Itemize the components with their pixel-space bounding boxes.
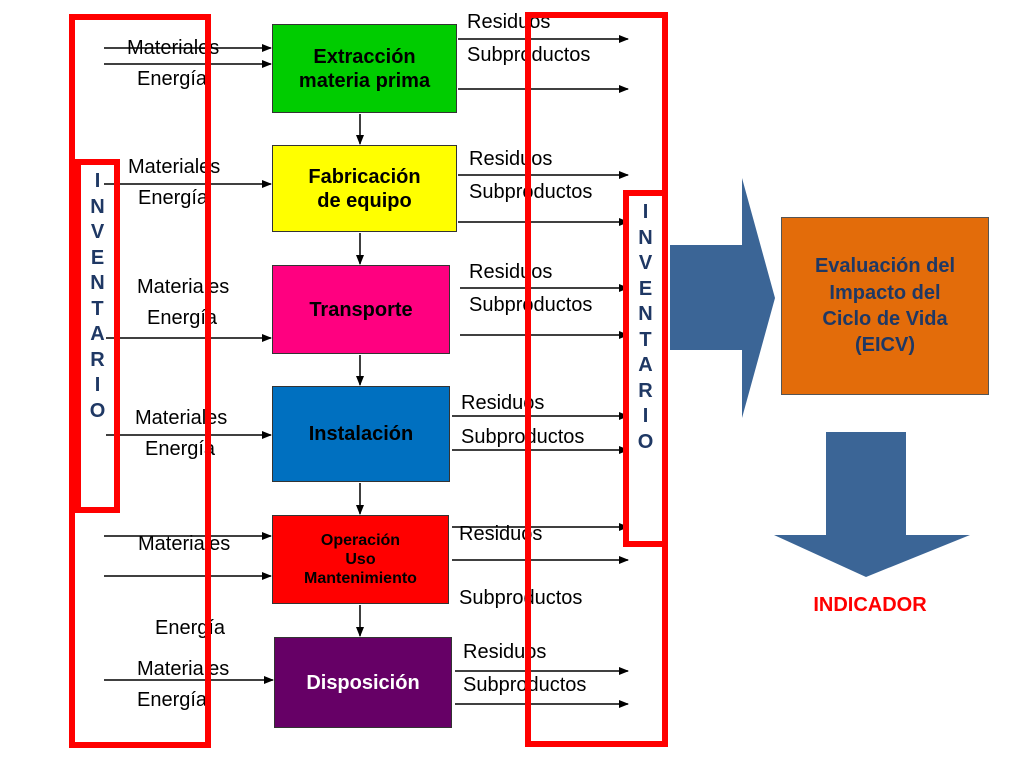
output-residues: Residuos (459, 523, 543, 545)
input-materials: Materiales (127, 37, 220, 59)
input-energy: Energía (138, 187, 209, 209)
output-residues: Residuos (469, 261, 553, 283)
inventory-letter: I (94, 374, 101, 396)
stage-box: Disposición (274, 637, 452, 728)
inventory-letter: R (90, 348, 105, 371)
input-materials: Materiales (128, 156, 221, 178)
inventory-letter: I (642, 201, 649, 223)
big-right-arrow (670, 178, 775, 418)
stage-box: Instalación (272, 386, 450, 482)
inventory-letter: R (638, 379, 653, 402)
input-energy: Energía (137, 68, 208, 90)
inventory-letter: N (90, 272, 105, 294)
stage-label: Operación Uso Mantenimiento (304, 531, 417, 588)
input-energy: Energía (147, 307, 218, 329)
inventory-letter: V (90, 221, 105, 243)
inventory-letter: A (638, 354, 653, 376)
stage-box: Fabricación de equipo (272, 145, 457, 232)
inventory-letter: T (639, 328, 652, 351)
inventory-letter: O (637, 430, 654, 453)
inventory-letter: N (638, 303, 653, 325)
inventory-letter: E (638, 277, 653, 300)
stage-label: Extracción materia prima (298, 45, 431, 92)
assessment-box: Evaluación del Impacto del Ciclo de Vida… (781, 217, 989, 395)
inventory-frame-right-inner (623, 190, 668, 547)
stage-box: Operación Uso Mantenimiento (272, 515, 449, 604)
inventory-frame-left-outer (69, 14, 211, 748)
inventory-letter: I (94, 170, 101, 192)
inventory-letter: N (90, 195, 105, 218)
inventory-letter: A (90, 323, 105, 345)
output-byproducts: Subproductos (463, 674, 587, 696)
inventory-letter: O (89, 399, 106, 422)
big-down-arrow (774, 432, 970, 577)
output-byproducts: Subproductos (459, 587, 583, 609)
input-energy: Energía (145, 438, 216, 460)
input-energy: Energía (137, 689, 208, 711)
input-materials: Materiales (135, 407, 228, 429)
output-byproducts: Subproductos (461, 426, 585, 448)
stage-box: Transporte (272, 265, 450, 354)
output-residues: Residuos (461, 392, 545, 414)
inventory-letter: I (642, 405, 649, 427)
stage-label: Transporte (309, 298, 413, 321)
indicator-label: INDICADOR (813, 594, 927, 616)
stage-label: Disposición (306, 671, 420, 694)
stage-label: Fabricación de equipo (308, 165, 421, 212)
inventory-letter: E (90, 246, 105, 269)
stage-box: Extracción materia prima (272, 24, 457, 113)
output-residues: Residuos (469, 148, 553, 170)
assessment-label: Evaluación del Impacto del Ciclo de Vida… (814, 255, 956, 357)
inventory-frame-left-inner (75, 159, 120, 513)
stage-label: Instalación (308, 423, 414, 445)
inventory-letter: N (638, 226, 653, 249)
inventory-letter: T (91, 297, 104, 320)
inventory-letter: V (638, 252, 653, 274)
